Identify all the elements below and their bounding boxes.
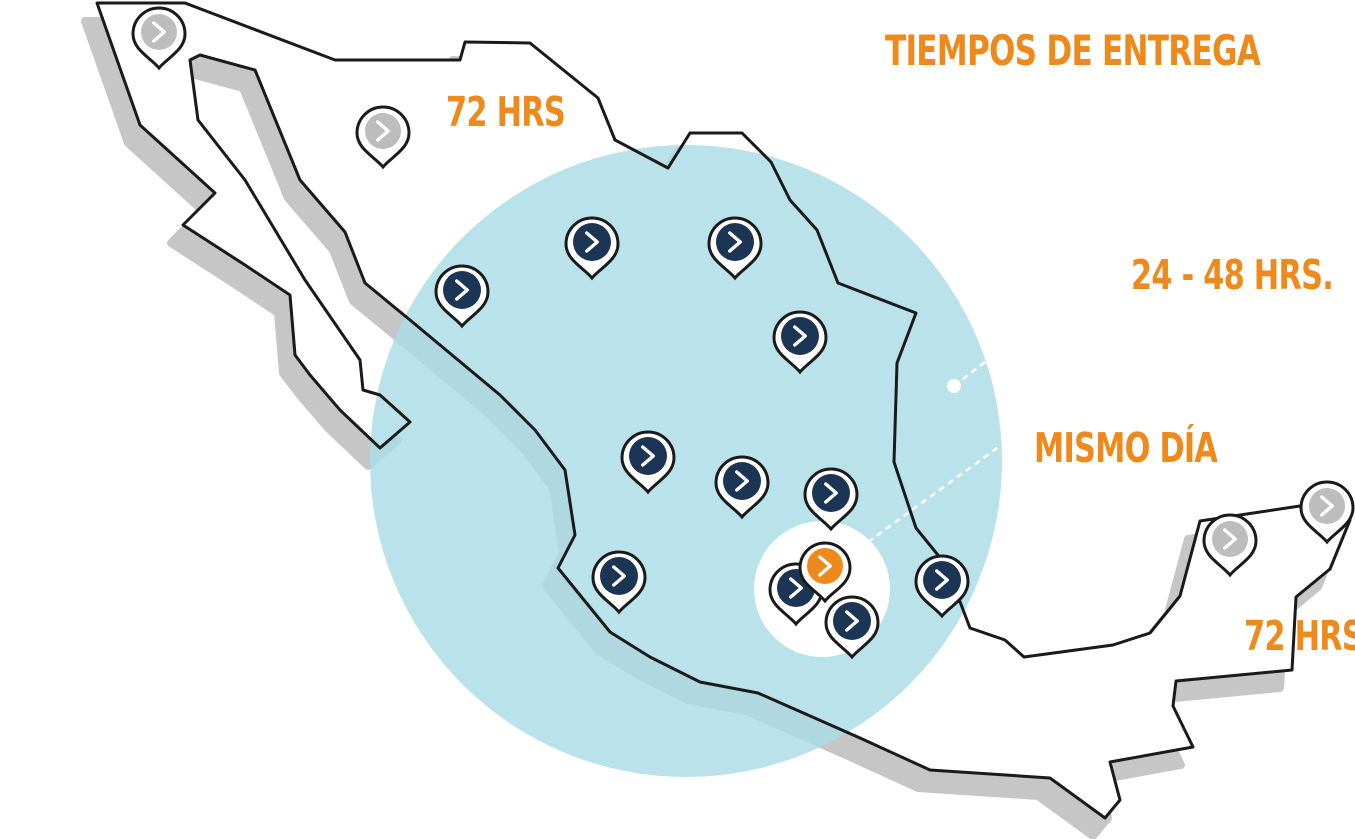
- pins-24-48h: [434, 216, 970, 660]
- location-pin-hub[interactable]: [798, 541, 852, 604]
- location-pin[interactable]: [591, 550, 647, 615]
- map-title: TIEMPOS DE ENTREGA: [885, 26, 1261, 75]
- pins-72h: [131, 6, 1355, 578]
- ring-leader-dot: [947, 379, 961, 393]
- zone-label-same-day: MISMO DÍA: [1034, 424, 1218, 472]
- location-pin[interactable]: [620, 430, 676, 495]
- location-pin[interactable]: [914, 554, 970, 619]
- zone-label-ring: 24 - 48 HRS.: [1131, 251, 1334, 299]
- location-pin[interactable]: [1299, 480, 1355, 545]
- zone-label-north: 72 HRS: [446, 88, 566, 136]
- location-pin[interactable]: [1202, 513, 1258, 578]
- coverage-circle: [370, 145, 1002, 777]
- location-pin[interactable]: [803, 467, 859, 532]
- location-pin[interactable]: [434, 264, 490, 329]
- leader-lines: [867, 361, 1001, 544]
- location-pin[interactable]: [131, 6, 187, 71]
- location-pin[interactable]: [707, 216, 763, 281]
- center-leader-line: [867, 444, 1001, 544]
- location-pin[interactable]: [564, 216, 620, 281]
- zone-label-southeast: 72 HRS: [1244, 612, 1355, 660]
- pins-same-day: [798, 541, 852, 604]
- location-pin[interactable]: [714, 455, 770, 520]
- location-pin[interactable]: [772, 310, 828, 375]
- location-pin[interactable]: [355, 105, 411, 170]
- location-pin[interactable]: [824, 595, 880, 660]
